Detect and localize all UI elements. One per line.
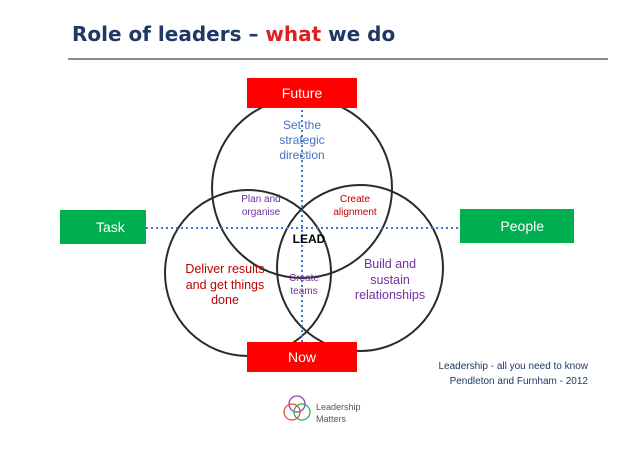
region-left-line-1: Deliver results — [185, 262, 265, 276]
region-top-line-1: Set the — [282, 118, 322, 132]
credit-line-2: Pendleton and Furnham - 2012 — [449, 375, 588, 387]
region-right-text: Build and sustain relationships — [338, 257, 442, 304]
title-part-2: we do — [321, 22, 396, 46]
page-title: Role of leaders – what we do — [72, 22, 395, 46]
region-top-text: Set the strategic direction — [252, 118, 352, 163]
region-top-line-3: direction — [279, 148, 325, 162]
region-left-line-2: and get things — [185, 277, 265, 292]
leadership-matters-logo-icon — [283, 395, 311, 421]
right-circle — [276, 184, 444, 352]
task-label: Task — [96, 219, 125, 235]
logo-line-2: Matters — [316, 414, 347, 425]
logo-text: Leadership Matters — [316, 401, 361, 425]
region-left-text: Deliver results and get things done — [170, 262, 280, 309]
region-right-line-3: relationships — [354, 288, 426, 303]
region-top-line-2: strategic — [279, 133, 325, 147]
title-highlight: what — [265, 22, 322, 46]
people-label: People — [500, 218, 544, 234]
region-plan-line-2: organise — [241, 206, 281, 218]
people-box: People — [460, 209, 574, 243]
region-teams-line-2: teams — [290, 285, 318, 297]
now-box: Now — [247, 342, 357, 372]
title-part-1: Role of leaders – — [72, 22, 266, 46]
region-plan-text: Plan and organise — [228, 194, 294, 219]
region-alignment-line-1: Create — [339, 194, 370, 205]
region-alignment-text: Create alignment — [322, 194, 388, 219]
lead-label: LEAD — [292, 232, 326, 246]
region-alignment-line-2: alignment — [333, 206, 377, 218]
region-teams-line-1: Create — [288, 273, 319, 284]
source-credit: Leadership - all you need to know Pendle… — [438, 360, 588, 389]
region-right-line-2: sustain — [370, 272, 410, 287]
credit-line-1: Leadership - all you need to know — [438, 361, 588, 372]
region-left-line-3: done — [211, 293, 239, 308]
future-box: Future — [247, 78, 357, 108]
future-label: Future — [281, 85, 323, 101]
region-teams-text: Create teams — [280, 273, 328, 298]
region-plan-line-1: Plan and — [241, 194, 281, 205]
logo-line-1: Leadership — [316, 402, 361, 412]
task-box: Task — [60, 210, 146, 244]
now-label: Now — [287, 349, 316, 365]
region-right-line-1: Build and — [363, 257, 417, 271]
title-rule — [68, 58, 608, 60]
